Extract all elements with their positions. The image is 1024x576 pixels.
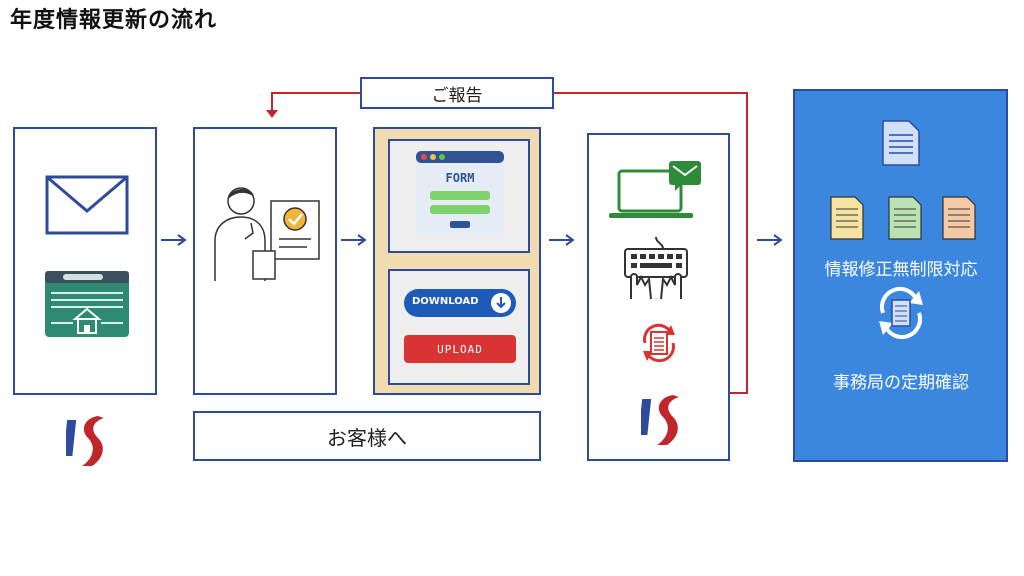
form-panel: FORM (388, 139, 530, 253)
company-logo-icon (641, 395, 679, 445)
step-1-box (13, 127, 157, 395)
envelope-icon (45, 175, 129, 235)
flow-arrow-4 (757, 234, 783, 246)
flow-arrow-2 (341, 234, 367, 246)
document-refresh-icon (643, 323, 675, 363)
person-approval-icon (214, 187, 320, 281)
download-upload-panel: DOWNLOAD UPLOAD (388, 269, 530, 385)
download-button-label: DOWNLOAD (412, 296, 479, 307)
document-set-icon (830, 196, 976, 240)
refresh-document-icon (879, 287, 923, 339)
result-panel: 情報修正無制限対応 事務局の定期確認 (793, 89, 1008, 462)
form-icon-text: FORM (446, 171, 475, 185)
customer-label: お客様へ (193, 411, 541, 461)
flow-arrow-1 (161, 234, 187, 246)
upload-button-icon: UPLOAD (404, 335, 516, 363)
form-window-icon: FORM (416, 151, 504, 235)
page-title: 年度情報更新の流れ (10, 8, 218, 33)
unlimited-correction-text: 情報修正無制限対応 (824, 260, 978, 280)
keyboard-typing-icon (624, 236, 688, 300)
step-3-box: FORM DOWNLOAD UPLOAD (373, 127, 541, 395)
step-4-box (587, 133, 730, 461)
flow-arrow-3 (549, 234, 575, 246)
download-arrow-icon (491, 293, 511, 313)
download-button-icon: DOWNLOAD (404, 289, 516, 317)
periodic-check-text: 事務局の定期確認 (833, 373, 969, 393)
website-home-icon (45, 271, 129, 337)
laptop-message-icon (609, 161, 701, 218)
step-2-box (193, 127, 337, 395)
upload-button-label: UPLOAD (437, 342, 483, 356)
company-logo-icon (66, 416, 104, 466)
report-label: ご報告 (360, 77, 554, 109)
document-icon (882, 120, 920, 166)
